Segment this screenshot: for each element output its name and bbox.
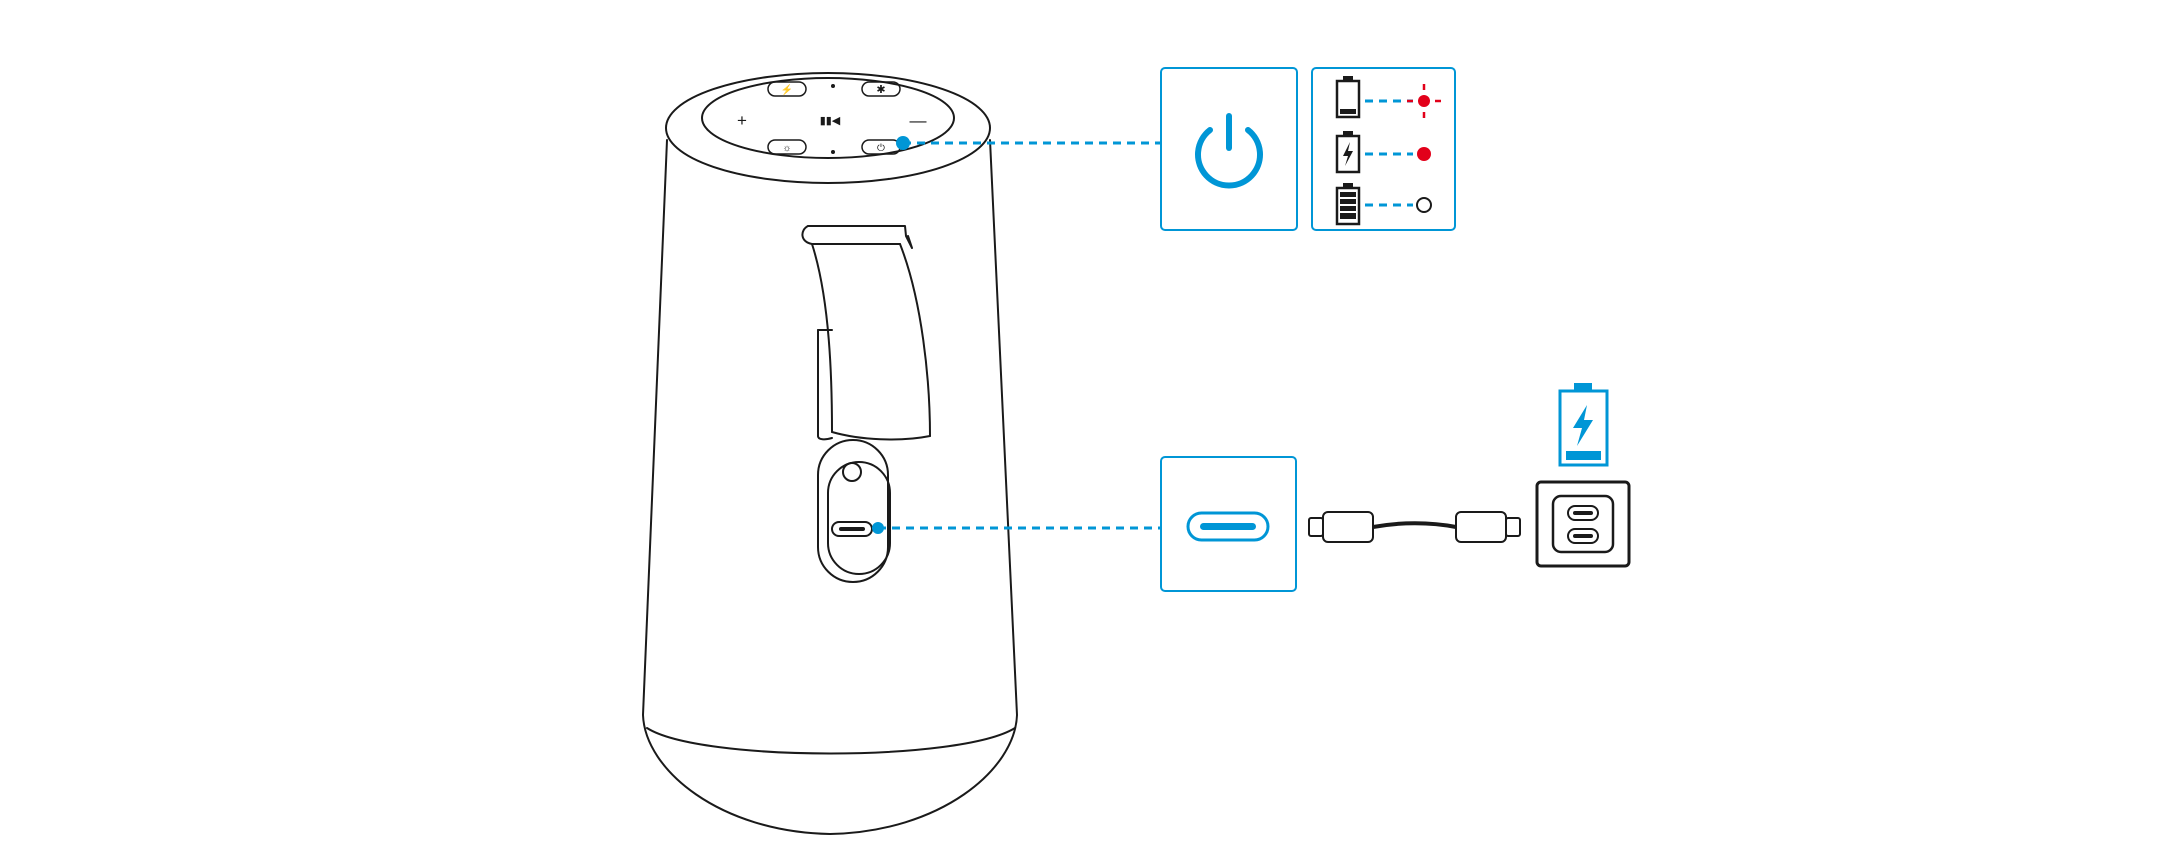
speaker-body xyxy=(642,72,1018,835)
power-small-icon: ⏻ xyxy=(877,143,885,154)
bluetooth-button[interactable] xyxy=(861,81,901,97)
port-cover xyxy=(817,439,891,583)
led-red-blinking xyxy=(1407,84,1441,118)
top-control-panel: ⚡ ✱ ☼ ⏻ + — ▮▮◀ xyxy=(701,77,955,159)
light-button[interactable] xyxy=(767,139,807,155)
battery-full-icon xyxy=(1335,183,1361,226)
light-icon: ☼ xyxy=(782,143,791,154)
battery-low-icon xyxy=(1335,76,1361,119)
usb-c-charger-icon xyxy=(1535,480,1631,568)
led-red-solid xyxy=(1417,147,1431,161)
power-icon xyxy=(1195,113,1263,189)
usb-c-detail-box xyxy=(1160,456,1297,592)
volume-down-button[interactable]: — xyxy=(910,111,927,130)
carry-strap xyxy=(801,225,931,441)
led-off xyxy=(1416,197,1432,213)
play-pause-button[interactable]: ▮▮◀ xyxy=(820,115,841,127)
battery-charging-state-icon xyxy=(1335,131,1361,174)
power-callout-dot xyxy=(896,136,910,150)
bluetooth-icon: ✱ xyxy=(876,84,885,96)
eq-button[interactable] xyxy=(767,81,807,97)
volume-up-button[interactable]: + xyxy=(737,111,747,130)
usb-callout-dot xyxy=(872,522,884,534)
usb-c-port[interactable] xyxy=(831,521,873,537)
usb-c-port-icon xyxy=(1186,511,1270,542)
led-status-box xyxy=(1311,67,1456,231)
usb-c-cable-icon xyxy=(1308,511,1521,543)
battery-charging-icon xyxy=(1558,383,1609,467)
eq-icon: ⚡ xyxy=(781,83,793,96)
power-detail-box xyxy=(1160,67,1298,231)
